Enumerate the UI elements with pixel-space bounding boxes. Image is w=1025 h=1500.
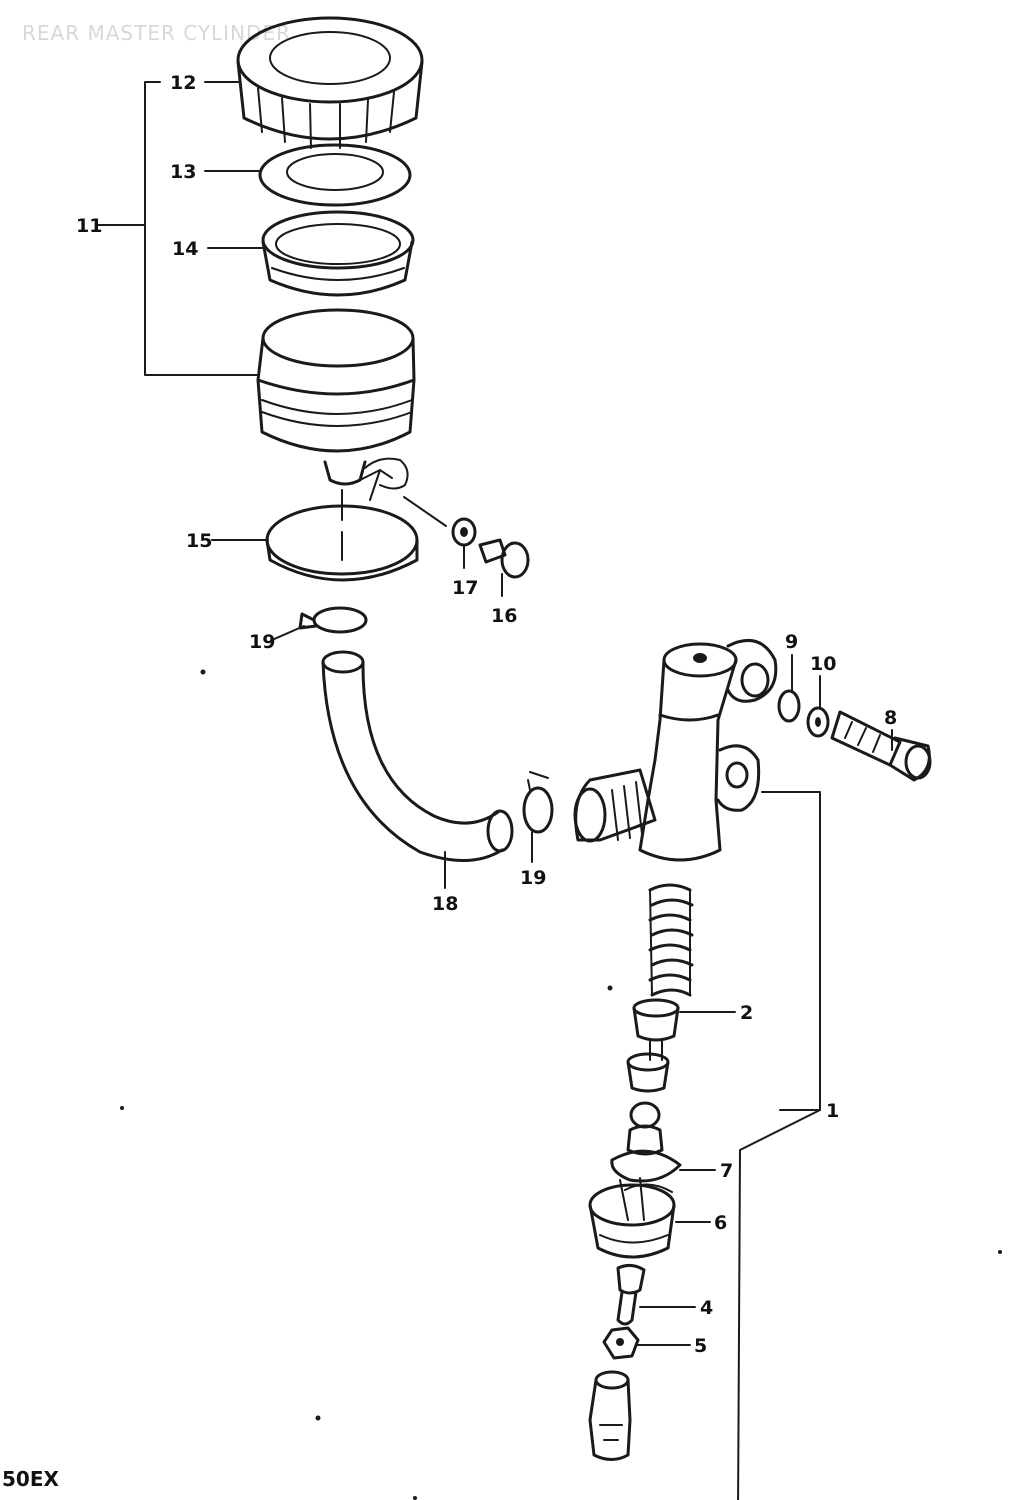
part-13-diaphragm-plate [258,143,412,207]
part-15-reservoir-band [265,469,419,582]
part-19-hose-clip-upper [298,606,368,634]
callout-14: 14 [172,238,198,260]
part-7-circlip [610,1149,682,1193]
callout-6: 6 [714,1212,727,1234]
part-6-dust-boot [588,1177,676,1259]
callout-16: 16 [491,605,517,627]
callout-1: 1 [826,1100,839,1122]
print-specks [120,669,1002,1500]
reservoir-body [256,308,416,490]
callout-5: 5 [694,1335,707,1357]
callout-19-lower: 19 [520,867,546,889]
part-19-hose-clip-lower [522,771,554,834]
part-5-lock-nut [602,1326,640,1360]
part-12-reservoir-cap [236,16,424,149]
callout-11: 11 [76,215,102,237]
callout-15: 15 [186,530,212,552]
part-4-push-rod [616,1263,646,1326]
part-2-primary-cup [632,998,680,1061]
part-3-clevis [588,1370,632,1461]
callout-2: 2 [740,1002,753,1024]
callout-8: 8 [884,707,897,729]
part-10-washer [806,706,830,738]
part-16-bolt [478,538,530,579]
callout-19-upper: 19 [249,631,275,653]
part-1-master-cylinder-body [573,638,778,862]
leader-lines [97,81,893,1500]
spring [648,883,694,997]
callout-12: 12 [170,72,196,94]
callout-7: 7 [720,1160,733,1182]
diagram-code: 50EX [2,1467,59,1491]
callout-9: 9 [785,631,798,653]
part-9-washer [777,689,801,723]
part-14-diaphragm [261,210,415,297]
part-17-washer [451,517,477,547]
callout-18: 18 [432,893,458,915]
diagram-header: REAR MASTER CYLINDER [22,21,291,45]
callout-13: 13 [170,161,196,183]
part-8-union-bolt [830,710,932,782]
secondary-cup [626,1101,664,1156]
callout-4: 4 [700,1297,713,1319]
callout-10: 10 [810,653,836,675]
part-18-hose [321,650,514,862]
callout-17: 17 [452,577,478,599]
piston [626,1052,670,1093]
